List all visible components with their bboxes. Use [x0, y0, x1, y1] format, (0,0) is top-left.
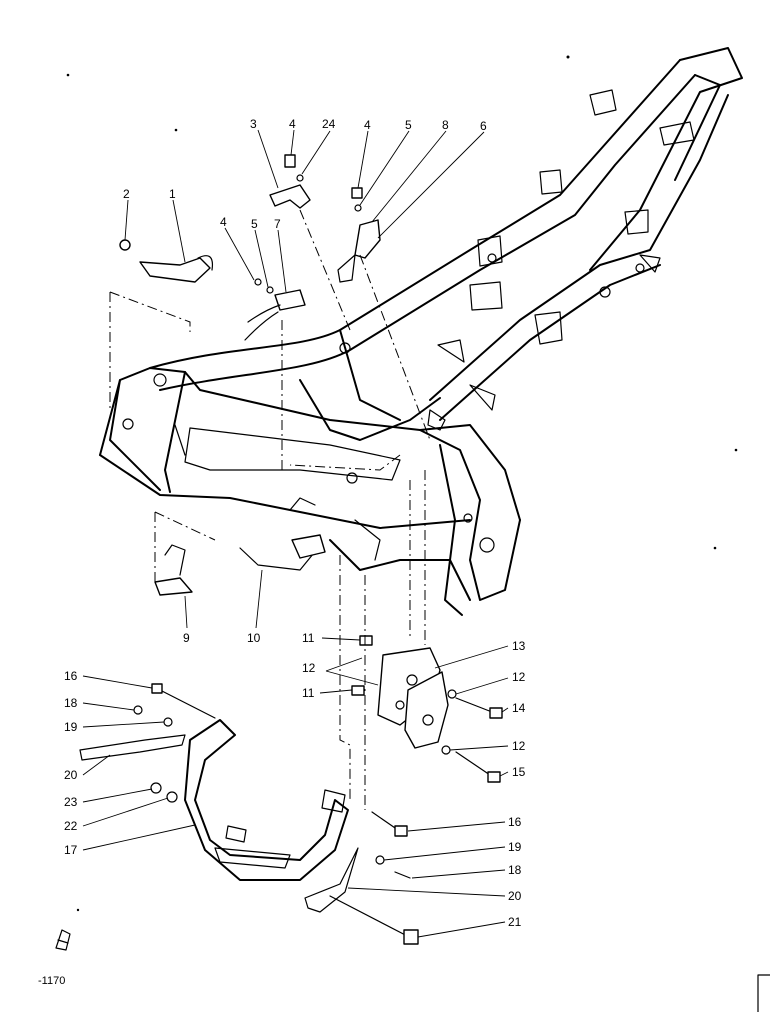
- callout-5: 5: [251, 217, 258, 231]
- callout-18: 18: [64, 696, 78, 710]
- callout-8: 8: [442, 118, 449, 132]
- callout-11: 11: [302, 631, 315, 645]
- callout-20: 20: [508, 889, 522, 903]
- callout-7: 7: [274, 217, 281, 231]
- figure-code: -1170: [38, 975, 65, 987]
- callout-4: 4: [220, 215, 227, 229]
- main-frame-drawing: [99, 47, 743, 616]
- callout-11: 11: [302, 686, 315, 700]
- speck: [66, 73, 70, 77]
- callout-21: 21: [508, 915, 522, 929]
- exploded-parts: [79, 154, 503, 945]
- orientation-stamp-icon: [55, 929, 71, 951]
- page-corner-mark: [757, 974, 770, 1013]
- callout-23: 23: [64, 795, 78, 809]
- callout-12: 12: [302, 661, 316, 675]
- speck: [713, 546, 717, 550]
- callout-9: 9: [183, 631, 190, 645]
- speck: [566, 55, 570, 59]
- callout-15: 15: [512, 765, 526, 779]
- callout-20: 20: [64, 768, 78, 782]
- callout-2: 2: [123, 187, 130, 201]
- callout-19: 19: [508, 840, 522, 854]
- speck: [734, 448, 738, 452]
- callout-5: 5: [405, 118, 412, 132]
- callout-labels: 3 4 24 4 5 8 6 2 1 4 5 7 9 10 11 13 12 1…: [64, 117, 526, 929]
- callout-16: 16: [64, 669, 78, 683]
- footer-marks: -1170: [38, 55, 770, 1013]
- callout-16: 16: [508, 815, 522, 829]
- speck: [76, 908, 80, 912]
- callout-3: 3: [250, 117, 257, 131]
- callout-22: 22: [64, 819, 78, 833]
- callout-10: 10: [247, 631, 261, 645]
- callout-12: 12: [512, 739, 526, 753]
- speck: [174, 128, 178, 132]
- callout-14: 14: [512, 701, 526, 715]
- leader-lines: [82, 129, 509, 938]
- callout-12: 12: [512, 670, 526, 684]
- assembly-lines: [109, 209, 431, 810]
- callout-18: 18: [508, 863, 522, 877]
- callout-1: 1: [169, 187, 176, 201]
- callout-4: 4: [364, 118, 371, 132]
- callout-4: 4: [289, 117, 296, 131]
- callout-6: 6: [480, 119, 487, 133]
- callout-24: 24: [322, 117, 336, 131]
- callout-17: 17: [64, 843, 78, 857]
- callout-13: 13: [512, 639, 526, 653]
- callout-19: 19: [64, 720, 78, 734]
